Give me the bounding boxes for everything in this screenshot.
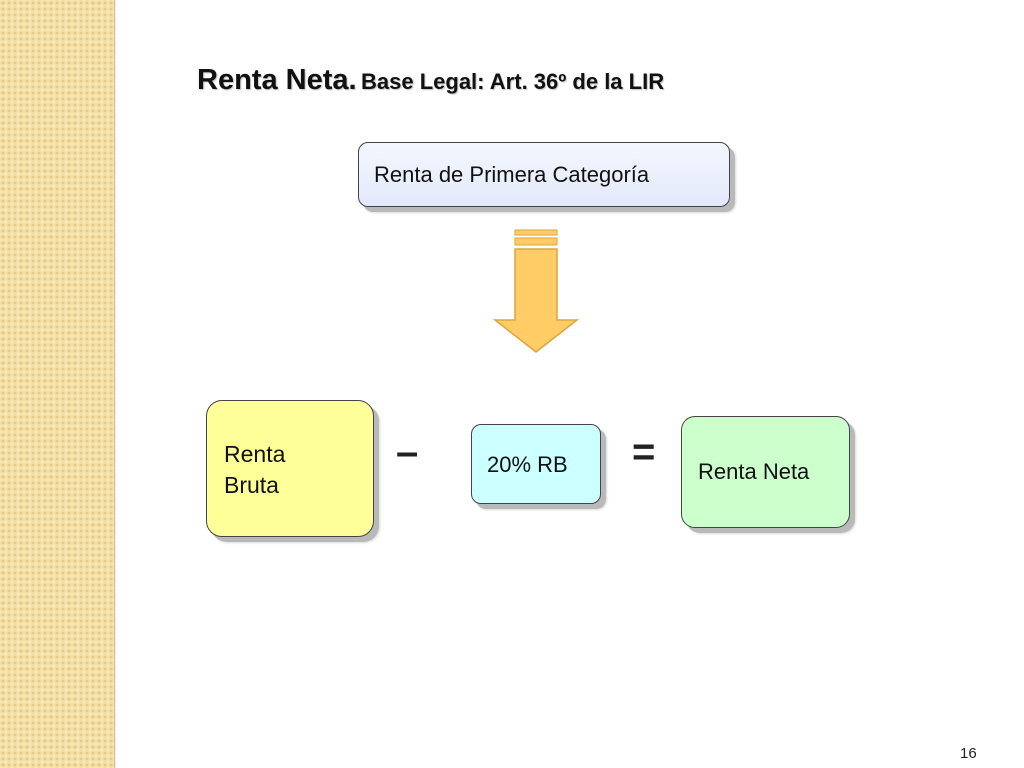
title-main: Renta Neta. xyxy=(197,64,357,96)
equals-operator: = xyxy=(632,430,656,474)
deduction-label: 20% RB xyxy=(487,452,568,477)
net-income-label: Renta Neta xyxy=(698,459,810,484)
source-income-box: Renta de Primera Categoría xyxy=(358,142,730,207)
net-income-box: Renta Neta xyxy=(681,416,850,528)
gross-income-label-line1: Renta xyxy=(224,441,286,467)
slide-title: Renta Neta. Base Legal: Art. 36º de la L… xyxy=(197,64,664,97)
gross-income-label-line2: Bruta xyxy=(224,472,279,498)
decorative-side-strip xyxy=(0,0,118,768)
deduction-box: 20% RB xyxy=(471,424,601,504)
source-income-label: Renta de Primera Categoría xyxy=(374,161,650,187)
page-number: 16 xyxy=(960,745,977,762)
gross-income-box: Renta Bruta xyxy=(206,400,374,537)
down-arrow-icon xyxy=(493,229,579,353)
minus-operator: – xyxy=(396,430,419,474)
title-legal-basis: Base Legal: Art. 36º de la LIR xyxy=(361,69,665,94)
